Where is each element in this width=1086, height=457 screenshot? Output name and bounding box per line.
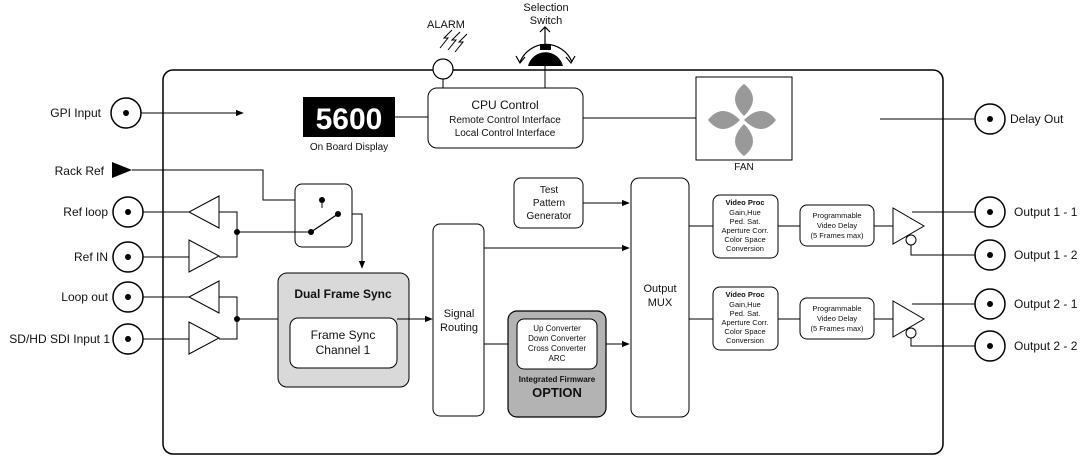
output-1-1-label: Output 1 - 1 xyxy=(1014,205,1078,219)
alarm-light-rays-icon xyxy=(439,29,468,53)
video-proc-1-line1: Gain,Hue xyxy=(729,208,761,217)
ref-loop-label: Ref loop xyxy=(63,205,108,219)
selection-switch-icon xyxy=(515,26,576,66)
output-1-2-label: Output 1 - 2 xyxy=(1014,248,1078,262)
test-pattern-line3: Generator xyxy=(526,211,572,222)
signal-routing-block xyxy=(432,223,485,417)
output-2-2-bnc-icon xyxy=(974,330,1006,362)
signal-routing-line2: Routing xyxy=(440,322,478,334)
sdi-input-bnc-icon xyxy=(112,323,144,355)
output-mux-line1: Output xyxy=(643,283,676,295)
ref-in-amp-icon xyxy=(188,239,221,273)
converter-line2: Down Converter xyxy=(528,334,586,343)
onboard-display xyxy=(303,97,395,137)
test-pattern-line1: Test xyxy=(540,185,559,196)
reference-switch-icon xyxy=(308,197,341,235)
gpi-input-bnc-icon xyxy=(110,97,142,129)
alarm-indicator-icon xyxy=(432,58,454,80)
integrated-firmware-caption: Integrated Firmware xyxy=(519,375,596,384)
selection-switch-label-2: Switch xyxy=(530,15,562,27)
alarm-label: ALARM xyxy=(427,19,465,31)
cpu-control-line2: Local Control Interface xyxy=(455,128,556,139)
selection-switch-label-1: Selection xyxy=(523,2,568,14)
prog-delay-2-line3: (5 Frames max) xyxy=(811,324,864,333)
output-2-1-label: Output 2 - 1 xyxy=(1014,297,1078,311)
loop-out-label: Loop out xyxy=(61,290,108,304)
dual-frame-sync-title: Dual Frame Sync xyxy=(294,287,392,301)
output-2-invert-icon xyxy=(905,327,917,339)
video-proc-2-line2: Ped. Sat. xyxy=(730,309,761,318)
prog-delay-1-line1: Programmable xyxy=(812,211,861,220)
reference-switch-block xyxy=(294,183,353,248)
converter-line4: ARC xyxy=(549,354,566,363)
output-2-2-label: Output 2 - 2 xyxy=(1014,339,1078,353)
test-pattern-line2: Pattern xyxy=(533,198,565,209)
onboard-display-value: 5600 xyxy=(316,103,383,136)
prog-delay-2-line2: Video Delay xyxy=(817,314,858,323)
sdi-input-label: SD/HD SDI Input 1 xyxy=(9,332,110,346)
onboard-display-caption: On Board Display xyxy=(310,142,388,153)
fan-label: FAN xyxy=(734,162,753,173)
output-2-1-bnc-icon xyxy=(974,288,1006,320)
output-mux-block xyxy=(630,177,690,418)
video-proc-2-title: Video Proc xyxy=(725,290,764,299)
frame-sync-channel-line2: Channel 1 xyxy=(316,343,371,357)
prog-delay-1-line2: Video Delay xyxy=(817,221,858,230)
video-proc-1-line5: Conversion xyxy=(726,244,764,253)
frame-sync-channel-block xyxy=(289,317,398,369)
fan-icon xyxy=(708,84,776,156)
rack-ref-arrow-icon xyxy=(112,162,132,178)
rack-ref-label: Rack Ref xyxy=(55,164,105,178)
video-proc-1-line4: Color Space xyxy=(724,235,765,244)
video-proc-2-line5: Conversion xyxy=(726,336,764,345)
sdi-input-amp-icon xyxy=(188,321,221,355)
video-proc-2-line4: Color Space xyxy=(724,327,765,336)
ref-in-label: Ref IN xyxy=(74,250,108,264)
prog-delay-1-line3: (5 Frames max) xyxy=(811,231,864,240)
video-proc-2-line3: Aperture Corr. xyxy=(721,318,768,327)
frame-sync-channel-line1: Frame Sync xyxy=(311,328,376,342)
output-1-1-bnc-icon xyxy=(974,196,1006,228)
prog-delay-2-line1: Programmable xyxy=(812,304,861,313)
cpu-control-line1: Remote Control Interface xyxy=(449,115,561,126)
video-proc-1-line2: Ped. Sat. xyxy=(730,217,761,226)
delay-out-bnc-icon xyxy=(974,103,1006,135)
ref-in-bnc-icon xyxy=(112,241,144,273)
converter-block xyxy=(516,318,598,370)
converter-line3: Cross Converter xyxy=(528,344,587,353)
video-proc-2-line1: Gain,Hue xyxy=(729,300,761,309)
output-mux-line2: MUX xyxy=(648,297,673,309)
signal-routing-line1: Signal xyxy=(444,308,475,320)
output-1-driver-amp-icon xyxy=(892,207,925,245)
output-1-2-bnc-icon xyxy=(974,239,1006,271)
output-1-invert-icon xyxy=(905,234,917,246)
gpi-input-label: GPI Input xyxy=(50,106,101,120)
integrated-firmware-option: OPTION xyxy=(532,385,582,400)
converter-line1: Up Converter xyxy=(533,324,581,333)
video-proc-1-line3: Aperture Corr. xyxy=(721,226,768,235)
ref-loop-bnc-icon xyxy=(112,196,144,228)
cpu-control-title: CPU Control xyxy=(471,98,538,112)
output-2-driver-amp-icon xyxy=(892,300,925,338)
delay-out-label: Delay Out xyxy=(1010,112,1064,126)
loop-out-bnc-icon xyxy=(112,281,144,313)
video-proc-1-title: Video Proc xyxy=(725,198,764,207)
